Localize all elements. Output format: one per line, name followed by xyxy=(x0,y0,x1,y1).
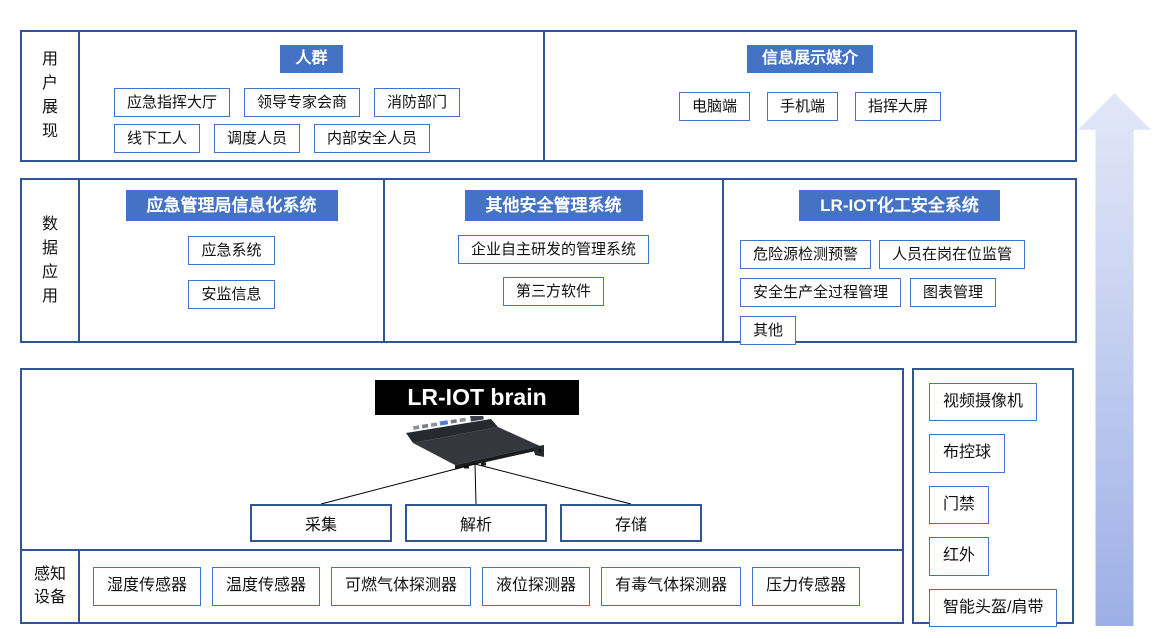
data-application-label-cell: 数据应用 xyxy=(22,180,80,341)
system-box: 第三方软件 xyxy=(502,277,604,307)
perception-label: 感知设备 xyxy=(33,566,66,606)
brain-function-box: 解析 xyxy=(405,504,547,542)
presentation-layer-label: 用户展现 xyxy=(41,51,58,140)
other-safety-items: 企业自主研发的管理系统第三方软件 xyxy=(457,235,649,307)
sensor-box: 压力传感器 xyxy=(752,567,861,606)
crowd-row-1: 应急指挥大厅领导专家会商消防部门 xyxy=(114,88,543,117)
media-box: 手机端 xyxy=(766,92,838,121)
connector-lines xyxy=(320,463,632,505)
media-box: 指挥大屏 xyxy=(855,92,942,121)
system-box: 图表管理 xyxy=(910,278,997,308)
crowd-box: 应急指挥大厅 xyxy=(114,88,231,117)
sensors-row: 湿度传感器温度传感器可燃气体探测器液位探测器有毒气体探测器压力传感器 xyxy=(80,551,902,622)
brain-title: LR-IOT brain xyxy=(375,380,579,415)
lriot-safety-column: LR-IOT化工安全系统 危险源检测预警人员在岗在位监管 安全生产全过程管理图表… xyxy=(724,180,1075,346)
video-device-box: 智能头盔/肩带 xyxy=(929,588,1058,627)
crowd-box: 消防部门 xyxy=(374,88,461,117)
crowd-box: 线下工人 xyxy=(114,124,201,153)
brain-function-box: 采集 xyxy=(250,504,392,542)
presentation-layer-panel: 用户展现 人群 应急指挥大厅领导专家会商消防部门 线下工人调度人员内部安全人员 … xyxy=(20,30,1077,162)
video-device-box: 布控球 xyxy=(929,434,1006,473)
brain-functions-row: 采集解析存储 xyxy=(250,504,702,542)
media-title: 信息展示媒介 xyxy=(746,45,873,73)
emergency-bureau-column: 应急管理局信息化系统 应急系统安监信息 xyxy=(80,180,385,341)
data-application-layer-panel: 数据应用 应急管理局信息化系统 应急系统安监信息 其他安全管理系统 企业自主研发… xyxy=(20,178,1077,346)
lriot-safety-row-3: 其他 xyxy=(740,316,1075,346)
system-box: 危险源检测预警 xyxy=(740,240,872,270)
crowd-section: 人群 应急指挥大厅领导专家会商消防部门 线下工人调度人员内部安全人员 xyxy=(80,32,545,160)
system-box: 安全生产全过程管理 xyxy=(740,278,902,308)
crowd-box: 内部安全人员 xyxy=(314,124,431,153)
sensor-box: 湿度传感器 xyxy=(93,567,202,606)
other-safety-column: 其他安全管理系统 企业自主研发的管理系统第三方软件 xyxy=(385,180,724,341)
media-box: 电脑端 xyxy=(678,92,750,121)
crowd-row-2: 线下工人调度人员内部安全人员 xyxy=(114,124,543,153)
system-box: 企业自主研发的管理系统 xyxy=(457,235,649,265)
sensor-box: 温度传感器 xyxy=(212,567,321,606)
media-section: 信息展示媒介 电脑端手机端指挥大屏 xyxy=(545,32,1075,160)
perception-label-cell: 感知设备 xyxy=(22,551,80,622)
lriot-safety-row-1: 危险源检测预警人员在岗在位监管 xyxy=(740,240,1075,270)
system-box: 应急系统 xyxy=(188,236,275,266)
video-devices-panel: 视频摄像机布控球门禁红外智能头盔/肩带 xyxy=(912,368,1074,627)
system-box: 人员在岗在位监管 xyxy=(879,240,1026,270)
sensor-box: 液位探测器 xyxy=(482,567,591,606)
lriot-safety-title: LR-IOT化工安全系统 xyxy=(799,190,1000,222)
data-application-label: 数据应用 xyxy=(41,215,58,305)
crowd-title: 人群 xyxy=(280,45,343,73)
flow-up-arrow-icon xyxy=(1078,93,1151,626)
video-device-box: 视频摄像机 xyxy=(929,383,1038,422)
video-devices-list: 视频摄像机布控球门禁红外智能头盔/肩带 xyxy=(914,370,1072,627)
video-device-box: 红外 xyxy=(929,537,990,576)
sensor-box: 有毒气体探测器 xyxy=(601,567,742,606)
brain-function-box: 存储 xyxy=(560,504,702,542)
emergency-bureau-items: 应急系统安监信息 xyxy=(188,236,275,310)
media-row: 电脑端手机端指挥大屏 xyxy=(545,92,1075,121)
emergency-bureau-title: 应急管理局信息化系统 xyxy=(125,190,338,222)
other-safety-title: 其他安全管理系统 xyxy=(464,190,643,222)
rack-server-icon xyxy=(406,416,544,469)
sensor-box: 可燃气体探测器 xyxy=(331,567,472,606)
lriot-safety-row-2: 安全生产全过程管理图表管理 xyxy=(740,278,1075,308)
system-box: 其他 xyxy=(740,316,797,346)
crowd-box: 领导专家会商 xyxy=(244,88,361,117)
presentation-layer-label-cell: 用户展现 xyxy=(22,32,80,160)
perception-layer-panel: LR-IOT brain xyxy=(20,368,904,624)
video-device-box: 门禁 xyxy=(929,485,990,525)
system-box: 安监信息 xyxy=(188,280,275,310)
sensors-subpanel: 感知设备 湿度传感器温度传感器可燃气体探测器液位探测器有毒气体探测器压力传感器 xyxy=(22,549,902,622)
crowd-box: 调度人员 xyxy=(214,124,301,153)
